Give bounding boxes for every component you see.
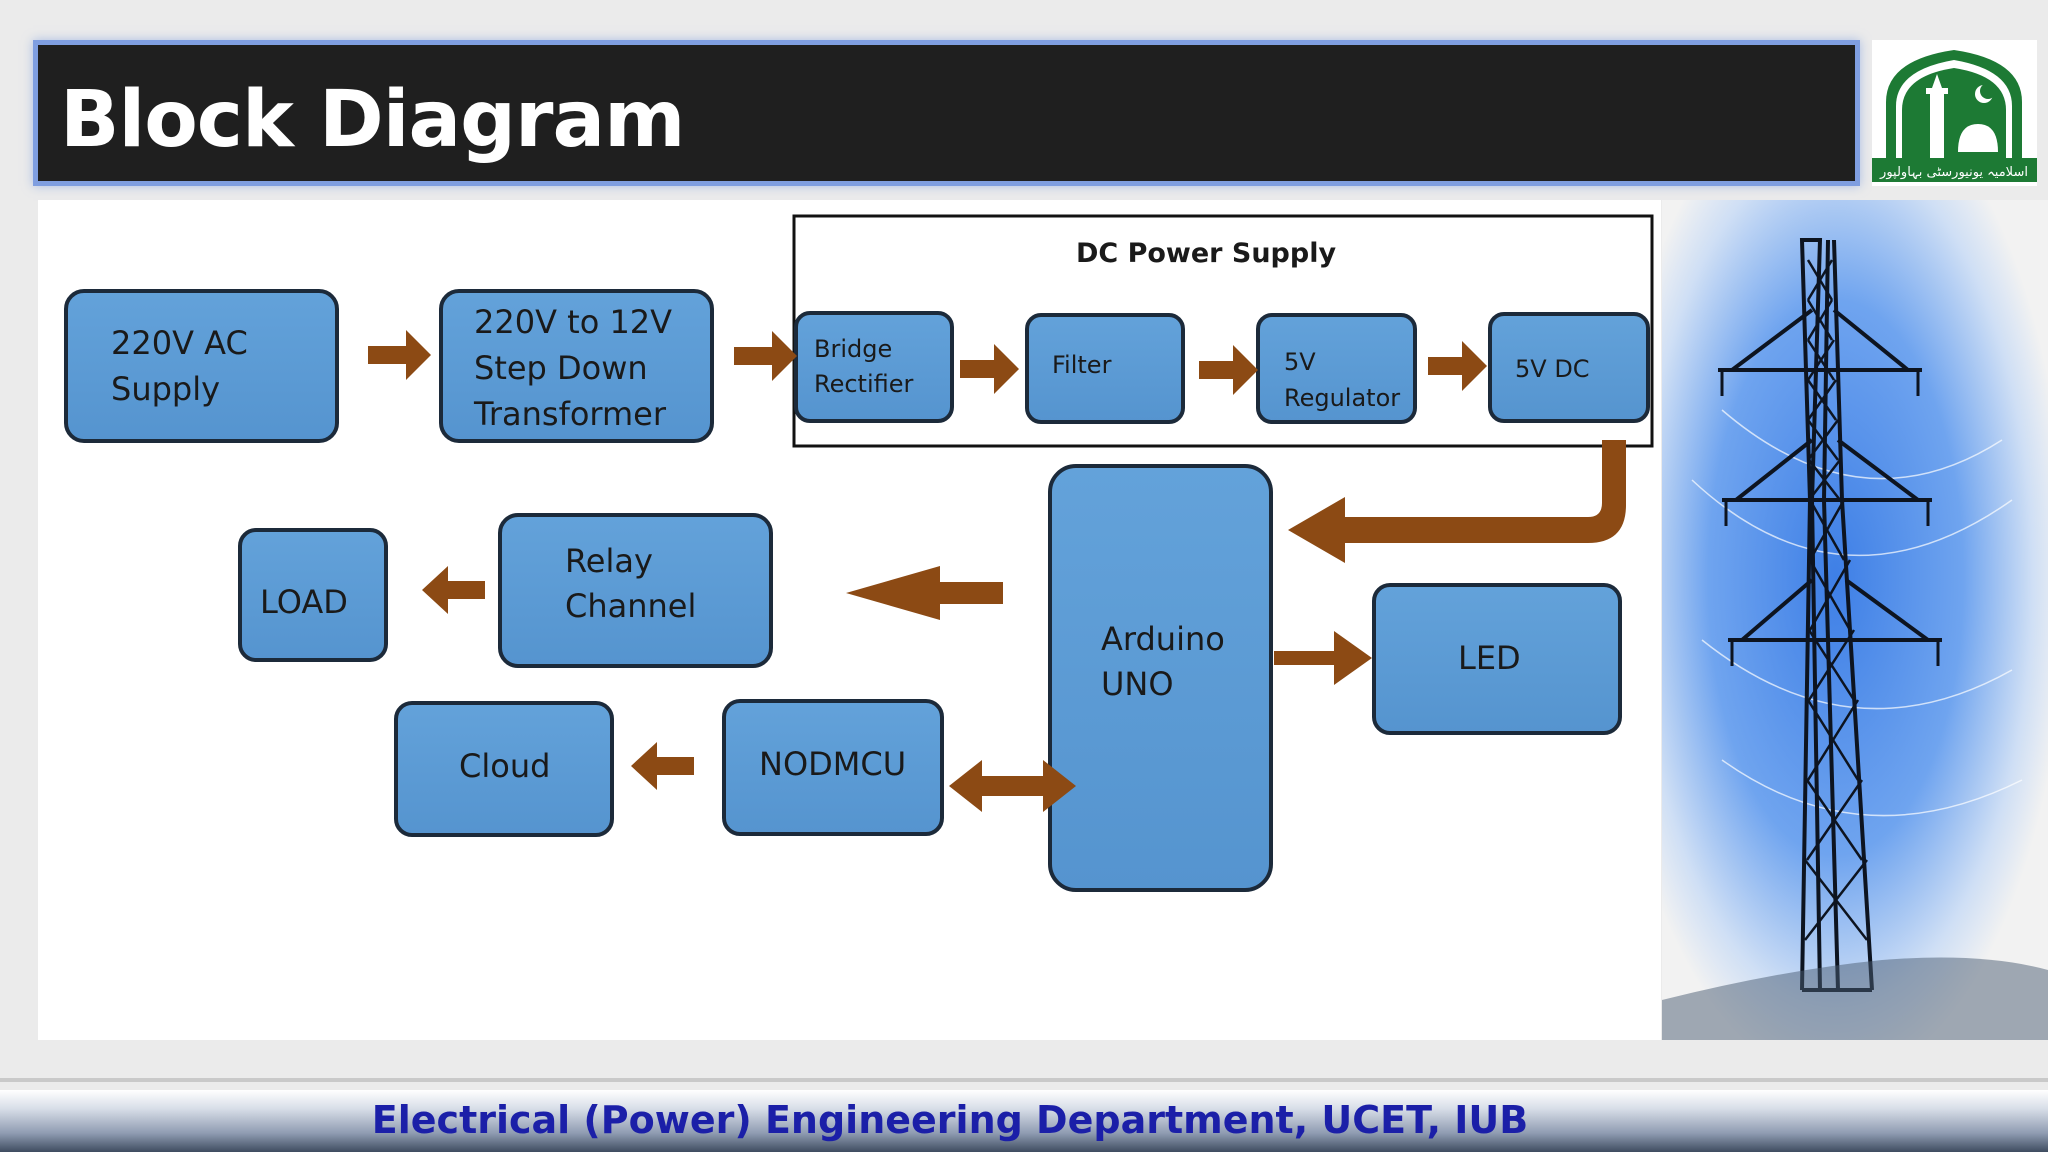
footer-bar: Electrical (Power) Engineering Departmen… [0, 1090, 2048, 1152]
arrow-regulator-to-5vdc [1428, 341, 1487, 391]
arrow-nodemcu-to-cloud [631, 742, 694, 790]
arrow-nodemcu-arduino-bidirectional [949, 760, 1076, 812]
svg-text:NODMCU: NODMCU [759, 745, 906, 783]
load-block: LOAD [238, 528, 388, 662]
arrow-arduino-to-relay [846, 566, 1003, 620]
university-logo: اسلامیہ یونیورسٹی بہاولپور [1872, 40, 2037, 186]
svg-text:5V DC: 5V DC [1515, 355, 1590, 383]
arrow-arduino-to-led [1274, 631, 1372, 685]
title-bar: Block Diagram [33, 40, 1860, 186]
logo-emblem: اسلامیہ یونیورسٹی بہاولپور [1872, 50, 2037, 182]
footer-text: Electrical (Power) Engineering Departmen… [371, 1098, 1529, 1142]
arrow-ac-to-transformer [368, 330, 431, 380]
footer-divider [0, 1078, 2048, 1082]
slide-title: Block Diagram [60, 75, 685, 165]
dc-5v-block: 5V DC [1488, 312, 1650, 423]
svg-text:Cloud: Cloud [459, 747, 550, 785]
arrow-relay-to-load [422, 566, 485, 614]
filter-block: Filter [1025, 313, 1185, 424]
cloud-block: Cloud [394, 701, 614, 837]
transmission-tower-image [1662, 200, 2048, 1040]
arrow-rectifier-to-filter [960, 344, 1019, 394]
logo-text: اسلامیہ یونیورسٹی بہاولپور [1879, 165, 2028, 180]
led-block: LED [1372, 583, 1622, 735]
svg-text:Filter: Filter [1052, 351, 1112, 379]
svg-text:LOAD: LOAD [260, 583, 348, 621]
arrow-5vdc-to-arduino [1288, 440, 1626, 563]
nodemcu-block: NODMCU [722, 699, 944, 836]
dc-power-supply-label: DC Power Supply [1076, 238, 1337, 269]
svg-text:LED: LED [1458, 639, 1521, 677]
arrow-transformer-to-rectifier [734, 331, 797, 381]
tower-illustration [1662, 200, 2048, 1040]
arrow-filter-to-regulator [1199, 345, 1258, 395]
